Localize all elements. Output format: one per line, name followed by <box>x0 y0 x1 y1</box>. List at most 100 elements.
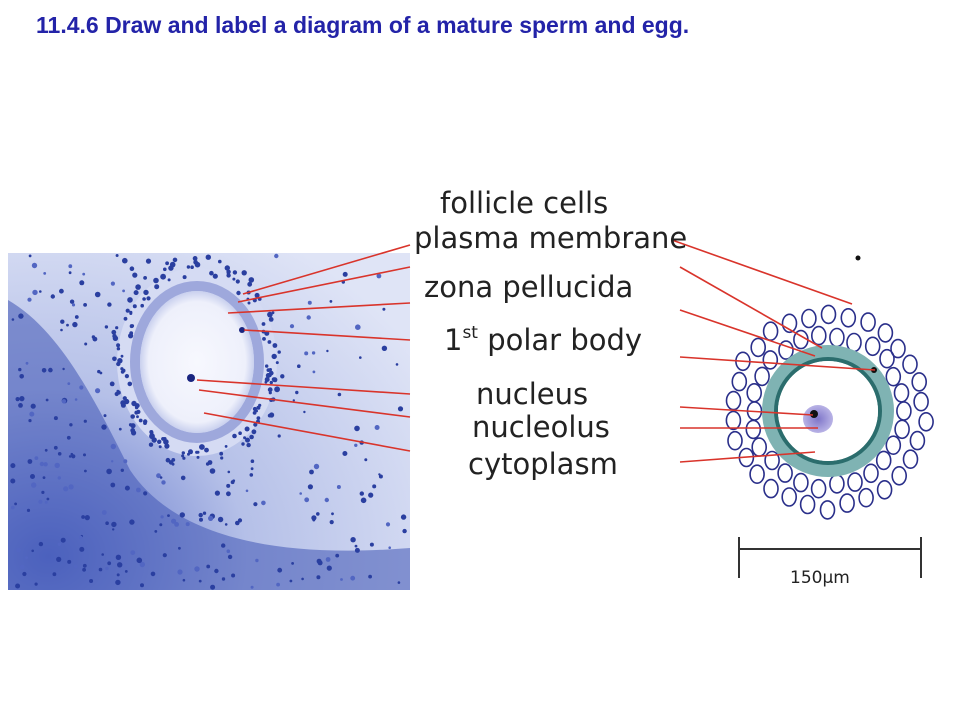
tissue-cell-dot <box>10 478 16 484</box>
leader-nucleus-drawing <box>679 406 814 416</box>
tissue-cell-dot <box>329 520 334 525</box>
tissue-cell-dot <box>122 289 125 293</box>
follicle-cell-dot <box>116 347 121 351</box>
tissue-cell-dot <box>350 575 356 581</box>
tissue-cell-dot <box>84 515 90 521</box>
follicle-cell-dot <box>245 437 250 443</box>
tissue-cell-dot <box>83 419 87 423</box>
tissue-cell-dot <box>354 443 358 447</box>
follicle-cell-circle <box>918 411 934 432</box>
leader-polar-drawing <box>679 309 816 357</box>
tissue-cell-dot <box>217 516 224 523</box>
tissue-cell-dot <box>14 502 17 506</box>
follicle-cell-dot <box>195 450 199 454</box>
tissue-cell-dot <box>129 266 135 272</box>
follicle-cell-dot <box>218 259 222 264</box>
tissue-cell-dot <box>174 522 180 527</box>
follicle-cell-dot <box>265 364 269 368</box>
follicle-cell-dot <box>252 411 257 415</box>
follicle-cell-dot <box>129 310 133 314</box>
tissue-cell-dot <box>107 302 112 307</box>
label-polar-body-text: polar body <box>478 323 642 357</box>
follicle-cell-dot <box>169 261 176 268</box>
tissue-cell-dot <box>154 530 158 533</box>
follicle-cell-dot <box>238 431 242 436</box>
follicle-cell-dot <box>132 304 137 309</box>
follicle-cell-dot <box>120 354 124 358</box>
follicle-cell-dot <box>262 337 266 341</box>
leader-cytoplasm-drawing <box>679 451 816 463</box>
tissue-cell-dot <box>214 490 220 496</box>
tissue-cell-dot <box>27 297 32 302</box>
label-plasma-membrane: plasma membrane <box>414 221 687 255</box>
follicle-cell-dot <box>256 416 261 420</box>
follicle-cell-circle <box>896 401 912 421</box>
tissue-cell-dot <box>59 288 64 294</box>
label-nucleolus: nucleolus <box>472 410 610 444</box>
follicle-cell-dot <box>187 452 190 456</box>
follicle-cell-dot <box>182 456 186 460</box>
follicle-cell-dot <box>143 421 147 425</box>
tissue-cell-dot <box>136 487 141 493</box>
tissue-cell-dot <box>368 574 372 579</box>
follicle-cell-dot <box>142 297 146 301</box>
follicle-cell-dot <box>247 281 253 287</box>
follicle-cell-dot <box>186 265 191 269</box>
tissue-cell-dot <box>103 414 107 418</box>
tissue-cell-dot <box>250 459 255 464</box>
follicle-cell-dot <box>135 284 141 290</box>
tissue-cell-dot <box>299 492 303 495</box>
tissue-cell-dot <box>31 262 38 269</box>
tissue-cell-dot <box>182 578 186 582</box>
nucleus-shape <box>803 405 833 433</box>
leader-polar-photo <box>243 329 411 341</box>
tissue-cell-dot <box>66 435 71 440</box>
tissue-cell-dot <box>74 315 79 319</box>
follicle-cell-dot <box>266 368 271 372</box>
follicle-cell-circle <box>749 464 765 485</box>
tissue-cell-dot <box>30 474 35 479</box>
label-polar-body-number: 1 <box>444 323 462 357</box>
follicle-cell-circle <box>727 430 743 451</box>
follicle-cell-dot <box>254 292 260 298</box>
follicle-cell-dot <box>125 308 130 313</box>
follicle-cell-dot <box>204 447 209 453</box>
tissue-cell-dot <box>374 425 380 430</box>
tissue-cell-dot <box>27 459 33 464</box>
tissue-cell-dot <box>316 512 320 516</box>
tissue-cell-dot <box>185 522 190 527</box>
tissue-cell-dot <box>67 559 72 564</box>
follicle-cell-dot <box>112 356 117 362</box>
follicle-cell-dot <box>157 439 162 444</box>
tissue-cell-dot <box>89 579 94 583</box>
tissue-cell-dot <box>295 390 299 395</box>
tissue-cell-dot <box>61 399 67 404</box>
tissue-cell-dot <box>71 303 76 307</box>
tissue-cell-dot <box>198 512 203 518</box>
tissue-cell-dot <box>159 476 163 479</box>
follicle-cell-circle <box>762 321 779 342</box>
tissue-cell-dots <box>10 253 407 590</box>
follicle-cell-dot <box>275 361 279 365</box>
tissue-cell-dot <box>50 294 55 299</box>
tissue-cell-dot <box>277 434 281 438</box>
follicle-cell-dot <box>209 270 214 276</box>
photo-polar-body <box>239 327 245 333</box>
follicle-cell-dot <box>190 265 194 270</box>
follicle-cell-dot <box>128 423 133 427</box>
tissue-cell-dot <box>63 486 69 492</box>
tissue-cell-dot <box>74 398 78 401</box>
tissue-cell-dot <box>395 363 399 366</box>
follicle-cell-circle <box>764 450 780 471</box>
tissue-cell-dot <box>289 579 293 583</box>
follicle-cell-dot <box>172 257 178 263</box>
follicle-cell-circles <box>725 304 934 520</box>
tissue-cell-dot <box>194 566 200 572</box>
follicle-cell-dot <box>267 311 273 318</box>
tissue-cell-dot <box>66 323 69 327</box>
follicle-cell-dot <box>120 370 125 374</box>
follicle-cell-dot <box>123 316 128 321</box>
tissue-cell-dot <box>276 582 280 587</box>
tissue-cell-dot <box>277 567 283 573</box>
follicle-cell-dot <box>130 428 136 433</box>
